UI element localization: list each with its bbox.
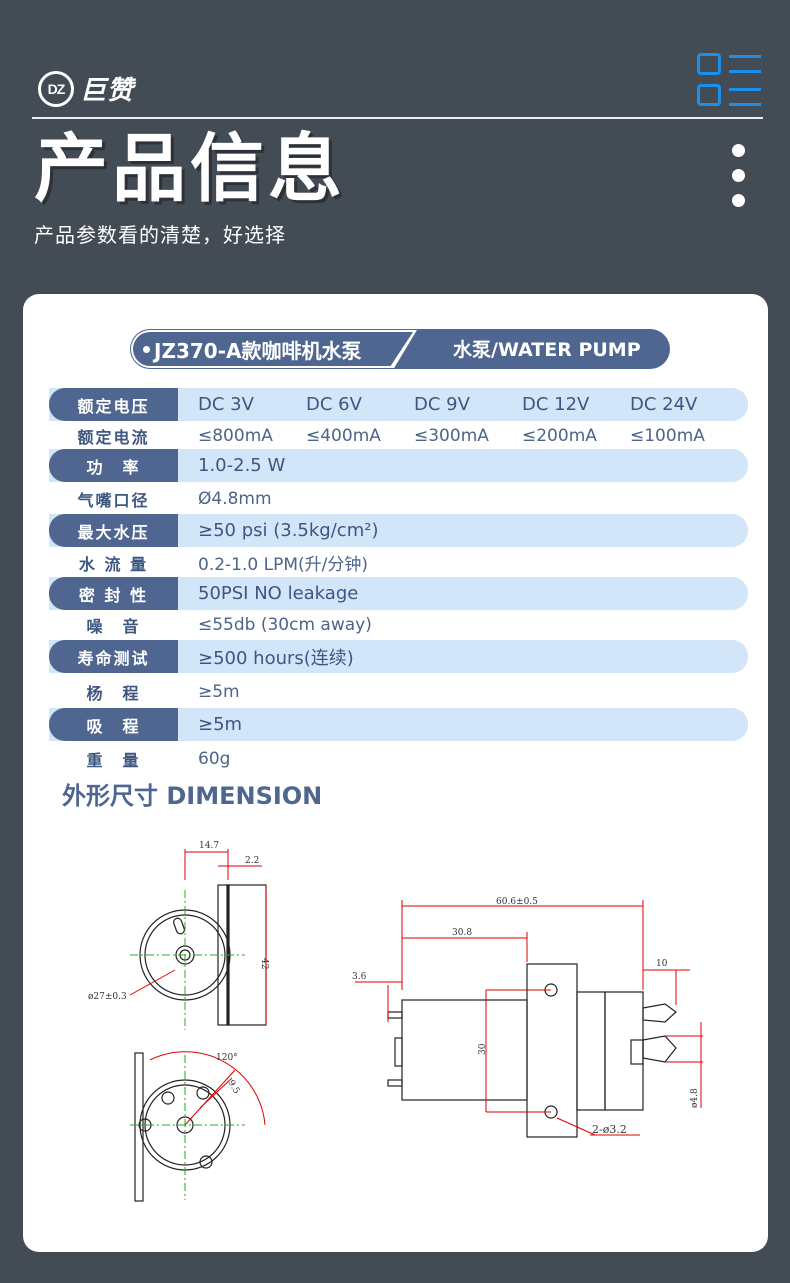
spec-row-voltage: 额定电压 DC 3V DC 6V DC 9V DC 12V DC 24V bbox=[49, 388, 748, 421]
spec-row-current: 额定电流 ≤800mA ≤400mA ≤300mA ≤200mA ≤100mA bbox=[49, 419, 748, 452]
spec-row-power: 功 率 1.0-2.5 W bbox=[49, 449, 748, 482]
spec-label: 额定电流 bbox=[77, 427, 150, 447]
dim-label: 9.5 bbox=[225, 1079, 241, 1097]
dim-label: 60.6±0.5 bbox=[496, 897, 538, 907]
dim-label: 14.7 bbox=[199, 841, 219, 851]
brand-name: 巨赞 bbox=[80, 76, 135, 106]
spec-label: 气嘴口径 bbox=[77, 490, 150, 510]
spec-row-noise: 噪 音 ≤55db (30cm away) bbox=[49, 608, 748, 641]
spec-value: DC 24V bbox=[630, 394, 698, 415]
dim-label: 3.6 bbox=[352, 972, 367, 982]
pump-front-view bbox=[134, 1052, 231, 1202]
spec-label: 密 封 性 bbox=[49, 577, 178, 610]
spec-value: ≥500 hours(连续) bbox=[198, 647, 354, 669]
spec-row-lift: 杨 程 ≥5m bbox=[49, 675, 748, 708]
logo-mark-icon: DZ bbox=[38, 70, 74, 107]
spec-value: ≤100mA bbox=[630, 425, 705, 446]
dim-label: 2.2 bbox=[245, 856, 259, 866]
spec-value: ≤400mA bbox=[306, 425, 381, 446]
page-subtitle: 产品参数看的清楚，好选择 bbox=[34, 223, 286, 247]
spec-label: 噪 音 bbox=[86, 616, 141, 636]
spec-label: 功 率 bbox=[49, 449, 178, 482]
spec-row-seal: 密 封 性 50PSI NO leakage bbox=[49, 577, 748, 610]
dim-label: 30.8 bbox=[452, 928, 472, 938]
spec-row-weight: 重 量 60g bbox=[49, 742, 748, 775]
more-dots-icon[interactable] bbox=[732, 144, 745, 219]
spec-value: 1.0-2.5 W bbox=[198, 455, 286, 476]
header-divider bbox=[32, 117, 763, 119]
spec-value: DC 6V bbox=[306, 394, 362, 415]
spec-row-flow: 水 流 量 0.2-1.0 LPM(升/分钟) bbox=[49, 546, 748, 579]
spec-row-suction: 吸 程 ≥5m bbox=[49, 708, 748, 741]
dim-label: ø27±0.3 bbox=[88, 992, 127, 1002]
bullet-dot-icon bbox=[143, 345, 150, 353]
spec-row-nozzle: 气嘴口径 Ø4.8mm bbox=[49, 482, 748, 515]
page-title: 产品信息 bbox=[34, 126, 346, 212]
menu-list-icon[interactable] bbox=[697, 53, 761, 109]
spec-value: ≥5m bbox=[198, 681, 240, 702]
dim-label: 42 bbox=[259, 958, 269, 969]
dim-label: 2-ø3.2 bbox=[592, 1123, 627, 1136]
spec-value: DC 9V bbox=[414, 394, 470, 415]
dim-label: 10 bbox=[656, 959, 668, 969]
spec-value: Ø4.8mm bbox=[198, 488, 272, 509]
spec-value: 0.2-1.0 LPM(升/分钟) bbox=[198, 555, 368, 575]
brand-logo: DZ 巨赞 bbox=[38, 70, 134, 107]
spec-value: DC 3V bbox=[198, 394, 254, 415]
spec-label: 水 流 量 bbox=[78, 554, 149, 574]
product-category: 水泵/WATER PUMP bbox=[453, 339, 641, 361]
spec-value: ≤300mA bbox=[414, 425, 489, 446]
spec-label: 杨 程 bbox=[86, 683, 141, 703]
dim-label: ø4.8 bbox=[690, 1088, 700, 1108]
spec-value: 50PSI NO leakage bbox=[198, 583, 359, 604]
spec-label: 寿命测试 bbox=[49, 640, 178, 673]
spec-value: ≥5m bbox=[198, 714, 243, 735]
model-name: JZ370-A款咖啡机水泵 bbox=[154, 338, 362, 363]
spec-value: ≤55db (30cm away) bbox=[198, 614, 372, 635]
spec-value: DC 12V bbox=[522, 394, 590, 415]
spec-row-life: 寿命测试 ≥500 hours(连续) bbox=[49, 640, 748, 673]
dim-label: 120° bbox=[216, 1053, 238, 1063]
model-name-pill: JZ370-A款咖啡机水泵 bbox=[133, 332, 413, 366]
spec-label: 重 量 bbox=[86, 750, 141, 770]
dimension-title: 外形尺寸 DIMENSION bbox=[62, 782, 323, 810]
spec-value: ≤200mA bbox=[522, 425, 597, 446]
spec-value: ≤800mA bbox=[198, 425, 273, 446]
spec-label: 额定电压 bbox=[49, 388, 178, 421]
spec-row-pressure: 最大水压 ≥50 psi (3.5kg/cm²) bbox=[49, 514, 748, 547]
pump-side-view bbox=[387, 963, 677, 1138]
spec-label: 吸 程 bbox=[49, 708, 178, 741]
spec-label: 最大水压 bbox=[49, 514, 178, 547]
spec-value: ≥50 psi (3.5kg/cm²) bbox=[198, 520, 379, 541]
spec-value: 60g bbox=[198, 748, 231, 769]
dim-label: 30 bbox=[478, 1043, 488, 1055]
